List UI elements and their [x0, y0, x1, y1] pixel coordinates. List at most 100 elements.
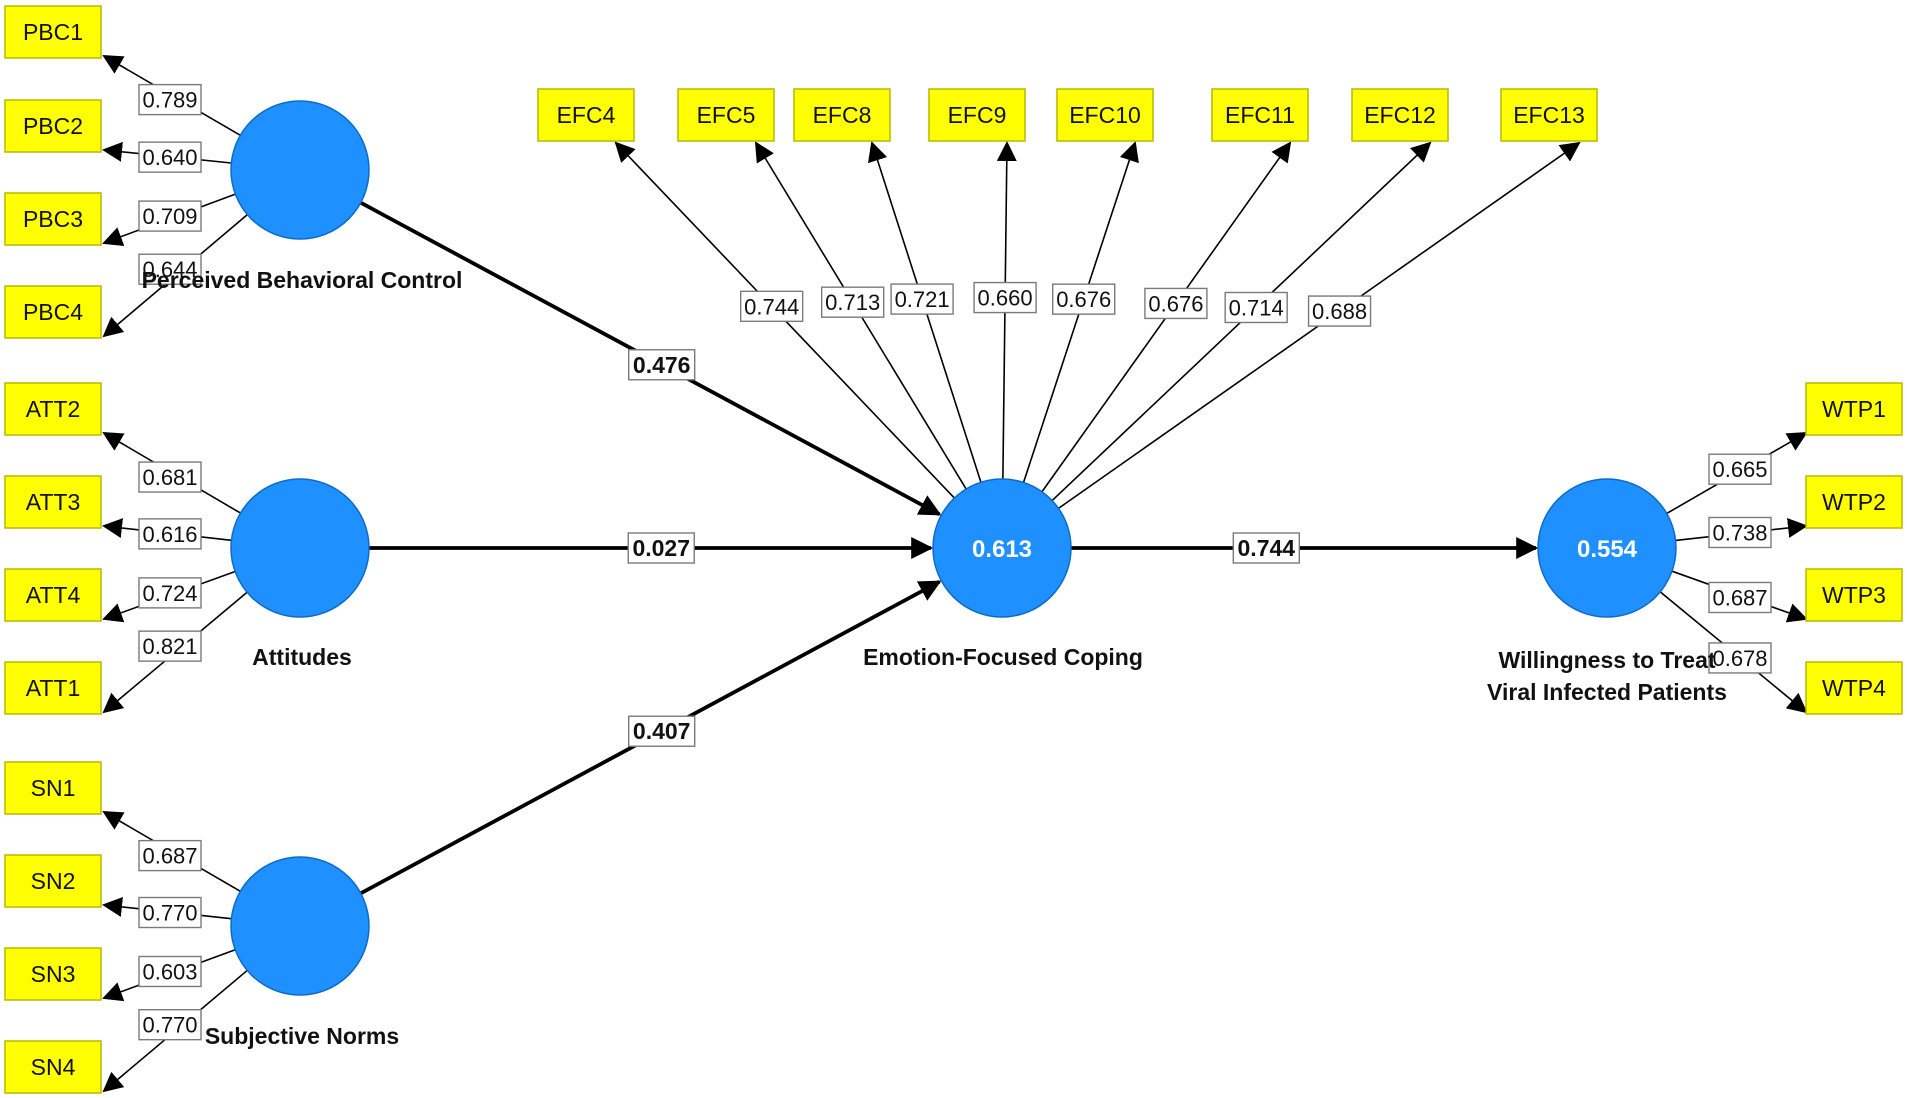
- path-coefficient: 0.476: [627, 349, 696, 381]
- path-coefficient: 0.027: [627, 532, 695, 564]
- loading-label: 0.687: [138, 839, 202, 872]
- loading-label: 0.713: [820, 286, 885, 318]
- construct-name-efc: Emotion-Focused Coping: [863, 644, 1143, 670]
- loading-label: 0.687: [1708, 581, 1772, 614]
- path-coefficient: 0.407: [627, 715, 696, 747]
- indicator-label: ATT3: [26, 489, 81, 515]
- indicator-wtp-4: WTP4: [1805, 661, 1903, 715]
- indicator-label: ATT4: [26, 582, 81, 608]
- svg-text:0.789: 0.789: [142, 88, 197, 113]
- loading-label: 0.821: [138, 630, 202, 662]
- indicator-label: ATT2: [26, 396, 81, 422]
- indicator-label: SN4: [31, 1054, 76, 1080]
- svg-text:0.407: 0.407: [633, 718, 691, 744]
- svg-text:0.724: 0.724: [142, 581, 197, 606]
- indicator-att-3: ATT4: [4, 568, 102, 622]
- indicator-efc-5: EFC10: [1056, 88, 1154, 142]
- svg-text:0.644: 0.644: [142, 257, 197, 282]
- indicator-label: WTP1: [1822, 396, 1886, 422]
- indicator-wtp-3: WTP3: [1805, 568, 1903, 622]
- r-squared-value: 0.613: [972, 536, 1032, 563]
- svg-text:0.476: 0.476: [633, 352, 691, 378]
- loading-label: 0.714: [1224, 291, 1288, 324]
- indicator-label: WTP2: [1822, 489, 1886, 515]
- labels-layer: 0.789 0.640 0.709 0.644 0.681 0.616 0.724 0.821…: [138, 83, 1772, 1049]
- indicator-wtp-2: WTP2: [1805, 475, 1903, 529]
- indicator-label: PBC4: [23, 299, 83, 325]
- svg-text:0.744: 0.744: [1238, 535, 1296, 561]
- indicator-label: SN2: [31, 868, 76, 894]
- loading-label: 0.688: [1307, 295, 1372, 327]
- indicator-efc-7: EFC12: [1351, 88, 1449, 142]
- indicator-label: EFC11: [1225, 102, 1295, 128]
- loading-label: 0.616: [138, 518, 202, 550]
- loading-label: 0.676: [1144, 287, 1208, 320]
- svg-text:0.738: 0.738: [1712, 520, 1767, 545]
- loading-label: 0.770: [138, 896, 202, 929]
- indicator-efc-4: EFC9: [928, 88, 1026, 142]
- svg-text:0.681: 0.681: [142, 465, 197, 490]
- indicator-label: EFC4: [557, 102, 616, 128]
- indicator-label: ATT1: [26, 675, 81, 701]
- loading-label: 0.721: [890, 283, 954, 315]
- indicator-label: EFC8: [813, 102, 872, 128]
- svg-text:0.687: 0.687: [1712, 585, 1767, 610]
- svg-text:0.676: 0.676: [1056, 287, 1111, 312]
- construct-pbc: [230, 100, 370, 240]
- construct-name-pbc: Perceived Behavioral Control: [142, 267, 463, 293]
- indicator-label: PBC1: [23, 19, 83, 45]
- svg-text:0.616: 0.616: [142, 522, 197, 547]
- svg-text:0.770: 0.770: [142, 1013, 197, 1038]
- indicator-label: SN1: [31, 775, 76, 801]
- loading-label: 0.603: [138, 955, 202, 988]
- svg-text:0.640: 0.640: [142, 145, 197, 170]
- indicator-efc-3: EFC8: [793, 88, 891, 142]
- loading-label: 0.640: [138, 141, 202, 173]
- construct-name-att: Attitudes: [252, 644, 352, 670]
- indicator-label: WTP4: [1822, 675, 1886, 701]
- construct-sn: [230, 856, 370, 996]
- indicator-pbc-2: PBC2: [4, 99, 102, 153]
- indicator-pbc-3: PBC3: [4, 192, 102, 246]
- indicator-label: SN3: [31, 961, 76, 987]
- loading-label: 0.681: [138, 461, 202, 493]
- construct-att: [230, 478, 370, 618]
- nodes-layer: PBC1PBC2PBC3PBC4ATT2ATT3ATT4ATT1SN1SN2SN…: [4, 5, 1903, 1094]
- svg-text:0.676: 0.676: [1148, 291, 1203, 316]
- svg-text:0.821: 0.821: [142, 634, 197, 659]
- indicator-label: EFC9: [948, 102, 1007, 128]
- indicator-label: WTP3: [1822, 582, 1886, 608]
- indicator-att-4: ATT1: [4, 661, 102, 715]
- loading-label: 0.770: [138, 1008, 202, 1041]
- svg-text:0.714: 0.714: [1229, 295, 1284, 320]
- svg-text:0.678: 0.678: [1712, 646, 1767, 671]
- loading-label: 0.789: [138, 83, 202, 116]
- indicator-pbc-4: PBC4: [4, 285, 102, 339]
- indicator-sn-4: SN4: [4, 1040, 102, 1094]
- indicator-sn-1: SN1: [4, 761, 102, 815]
- indicator-label: EFC12: [1364, 102, 1436, 128]
- svg-text:0.721: 0.721: [895, 287, 950, 312]
- loading-label: 0.665: [1708, 453, 1772, 485]
- indicator-att-2: ATT3: [4, 475, 102, 529]
- construct-circle: [230, 856, 370, 996]
- loading-label: 0.676: [1052, 283, 1116, 315]
- loading-label: 0.709: [138, 200, 202, 232]
- indicator-efc-6: EFC11: [1211, 88, 1309, 142]
- indicator-wtp-1: WTP1: [1805, 382, 1903, 436]
- indicator-att-1: ATT2: [4, 382, 102, 436]
- indicator-sn-3: SN3: [4, 947, 102, 1001]
- construct-circle: [932, 478, 1072, 618]
- indicator-label: EFC10: [1069, 102, 1141, 128]
- loading-label: 0.744: [739, 290, 804, 323]
- loading-label: 0.644: [138, 253, 202, 285]
- indicator-label: PBC3: [23, 206, 83, 232]
- svg-text:0.603: 0.603: [142, 959, 197, 984]
- construct-efc: 0.613: [932, 478, 1072, 618]
- path-coefficient: 0.744: [1232, 532, 1301, 564]
- indicator-sn-2: SN2: [4, 854, 102, 908]
- loading-label: 0.678: [1708, 642, 1772, 674]
- indicator-label: EFC13: [1513, 102, 1585, 128]
- indicator-efc-1: EFC4: [537, 88, 635, 142]
- svg-text:0.660: 0.660: [978, 286, 1033, 311]
